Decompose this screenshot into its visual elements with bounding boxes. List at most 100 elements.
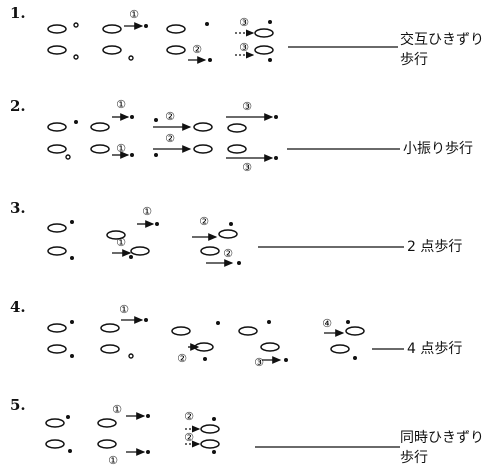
- step-marker: ①: [116, 98, 126, 111]
- crutch-tip: [237, 261, 241, 265]
- foot-print: [100, 323, 120, 333]
- foot-print: [47, 323, 67, 333]
- crutch-tip: [146, 414, 150, 418]
- crutch-tip: [128, 353, 134, 359]
- foot-print: [130, 246, 150, 256]
- crutch-tip: [274, 156, 278, 160]
- foot-print: [200, 424, 220, 434]
- step-marker: ④: [322, 317, 332, 330]
- crutch-tip: [205, 22, 209, 26]
- foot-print: [166, 24, 186, 34]
- crutch-tip: [274, 115, 278, 119]
- step-marker: ①: [129, 8, 139, 21]
- foot-print: [47, 223, 67, 233]
- step-marker: ②: [223, 247, 233, 260]
- foot-print: [200, 246, 220, 256]
- pattern-1-label-line-2: 歩行: [400, 52, 428, 68]
- pattern-4-label: 4 点歩行: [407, 339, 462, 359]
- step-marker: ③: [242, 161, 252, 174]
- step-marker: ③: [242, 100, 252, 113]
- foot-print: [102, 24, 122, 34]
- step-marker: ①: [116, 142, 126, 155]
- pattern-3-number: 3.: [10, 199, 26, 217]
- crutch-tip: [284, 358, 288, 362]
- step-marker: ①: [112, 403, 122, 416]
- step-marker: ③: [239, 16, 249, 29]
- foot-print: [238, 326, 258, 336]
- crutch-tip: [212, 417, 216, 421]
- foot-print: [260, 342, 280, 352]
- foot-print: [47, 45, 67, 55]
- step-marker: ②: [177, 352, 187, 365]
- crutch-tip: [154, 153, 158, 157]
- foot-print: [47, 144, 67, 154]
- foot-print: [194, 342, 214, 352]
- crutch-tip: [146, 450, 150, 454]
- pattern-2-figure: [47, 113, 278, 162]
- pattern-4-figure: [47, 316, 365, 364]
- foot-print: [254, 45, 274, 55]
- crutch-tip: [73, 54, 79, 60]
- pattern-2-label-line-1: 小振り歩行: [403, 141, 473, 157]
- crutch-tip: [346, 320, 350, 324]
- crutch-tip: [66, 415, 70, 419]
- pattern-1-label: 交互ひきずり 歩行: [400, 30, 484, 70]
- crutch-tip: [212, 450, 216, 454]
- foot-print: [47, 122, 67, 132]
- pattern-5-label: 同時ひきずり 歩行: [400, 428, 484, 468]
- pattern-2-label: 小振り歩行: [403, 139, 473, 159]
- crutch-tip: [70, 256, 74, 260]
- crutch-tip: [208, 58, 212, 62]
- step-marker: ③: [239, 41, 249, 54]
- step-marker: ①: [119, 303, 129, 316]
- foot-print: [254, 28, 274, 38]
- pattern-5-number: 5.: [10, 396, 26, 414]
- foot-print: [47, 24, 67, 34]
- crutch-tip: [216, 321, 220, 325]
- foot-print: [102, 45, 122, 55]
- step-marker: ①: [108, 454, 118, 467]
- crutch-tip: [155, 222, 159, 226]
- pattern-5-label-line-1: 同時ひきずり: [400, 430, 484, 446]
- crutch-tip: [68, 449, 72, 453]
- foot-print: [330, 344, 350, 354]
- foot-print: [90, 144, 110, 154]
- crutch-tip: [65, 154, 71, 160]
- crutch-tip: [154, 118, 158, 122]
- crutch-tip: [268, 20, 272, 24]
- foot-print: [193, 122, 213, 132]
- pattern-3-figure: [47, 220, 241, 267]
- step-marker: ①: [116, 236, 126, 249]
- pattern-1-figure: [47, 20, 274, 64]
- pattern-4-number: 4.: [10, 298, 26, 316]
- crutch-tip: [144, 318, 148, 322]
- step-marker: ②: [184, 431, 194, 444]
- crutch-tip: [70, 354, 74, 358]
- crutch-tip: [130, 115, 134, 119]
- foot-print: [193, 144, 213, 154]
- crutch-tip: [73, 22, 79, 28]
- foot-print: [345, 326, 365, 336]
- crutch-tip: [74, 120, 78, 124]
- step-marker: ②: [199, 215, 209, 228]
- foot-print: [47, 246, 67, 256]
- foot-print: [90, 122, 110, 132]
- crutch-tip: [128, 55, 134, 61]
- pattern-1-number: 1.: [10, 4, 26, 22]
- pattern-5-label-line-2: 歩行: [400, 450, 428, 466]
- crutch-tip: [353, 356, 357, 360]
- crutch-tip: [130, 153, 134, 157]
- foot-print: [45, 418, 65, 428]
- crutch-tip: [129, 255, 133, 259]
- crutch-tip: [144, 24, 148, 28]
- foot-print: [97, 439, 117, 449]
- foot-print: [166, 45, 186, 55]
- step-marker: ②: [165, 132, 175, 145]
- foot-print: [100, 344, 120, 354]
- foot-print: [200, 439, 220, 449]
- pattern-4-label-line-1: 4 点歩行: [407, 341, 463, 357]
- pattern-5-figure: [45, 412, 220, 456]
- foot-print: [45, 439, 65, 449]
- step-marker: ②: [184, 410, 194, 423]
- crutch-tip: [267, 320, 271, 324]
